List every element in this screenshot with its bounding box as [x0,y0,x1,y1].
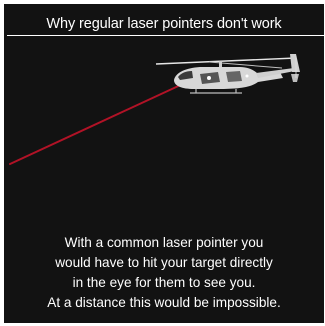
caption-line: in the eye for them to see you. [72,275,256,290]
laser-beam [9,81,188,165]
caption-line: With a common laser pointer you [64,235,264,250]
caption-text: With a common laser pointer you would ha… [4,233,324,313]
scene [9,54,300,165]
illustration-panel: Why regular laser pointers don't work [4,4,324,323]
panel-title: Why regular laser pointers don't work [46,16,282,32]
title-underline [7,35,324,36]
caption-line: At a distance this would be impossible. [47,295,281,310]
helicopter-icon [155,54,300,94]
caption-line: would have to hit your target directly [55,255,273,270]
